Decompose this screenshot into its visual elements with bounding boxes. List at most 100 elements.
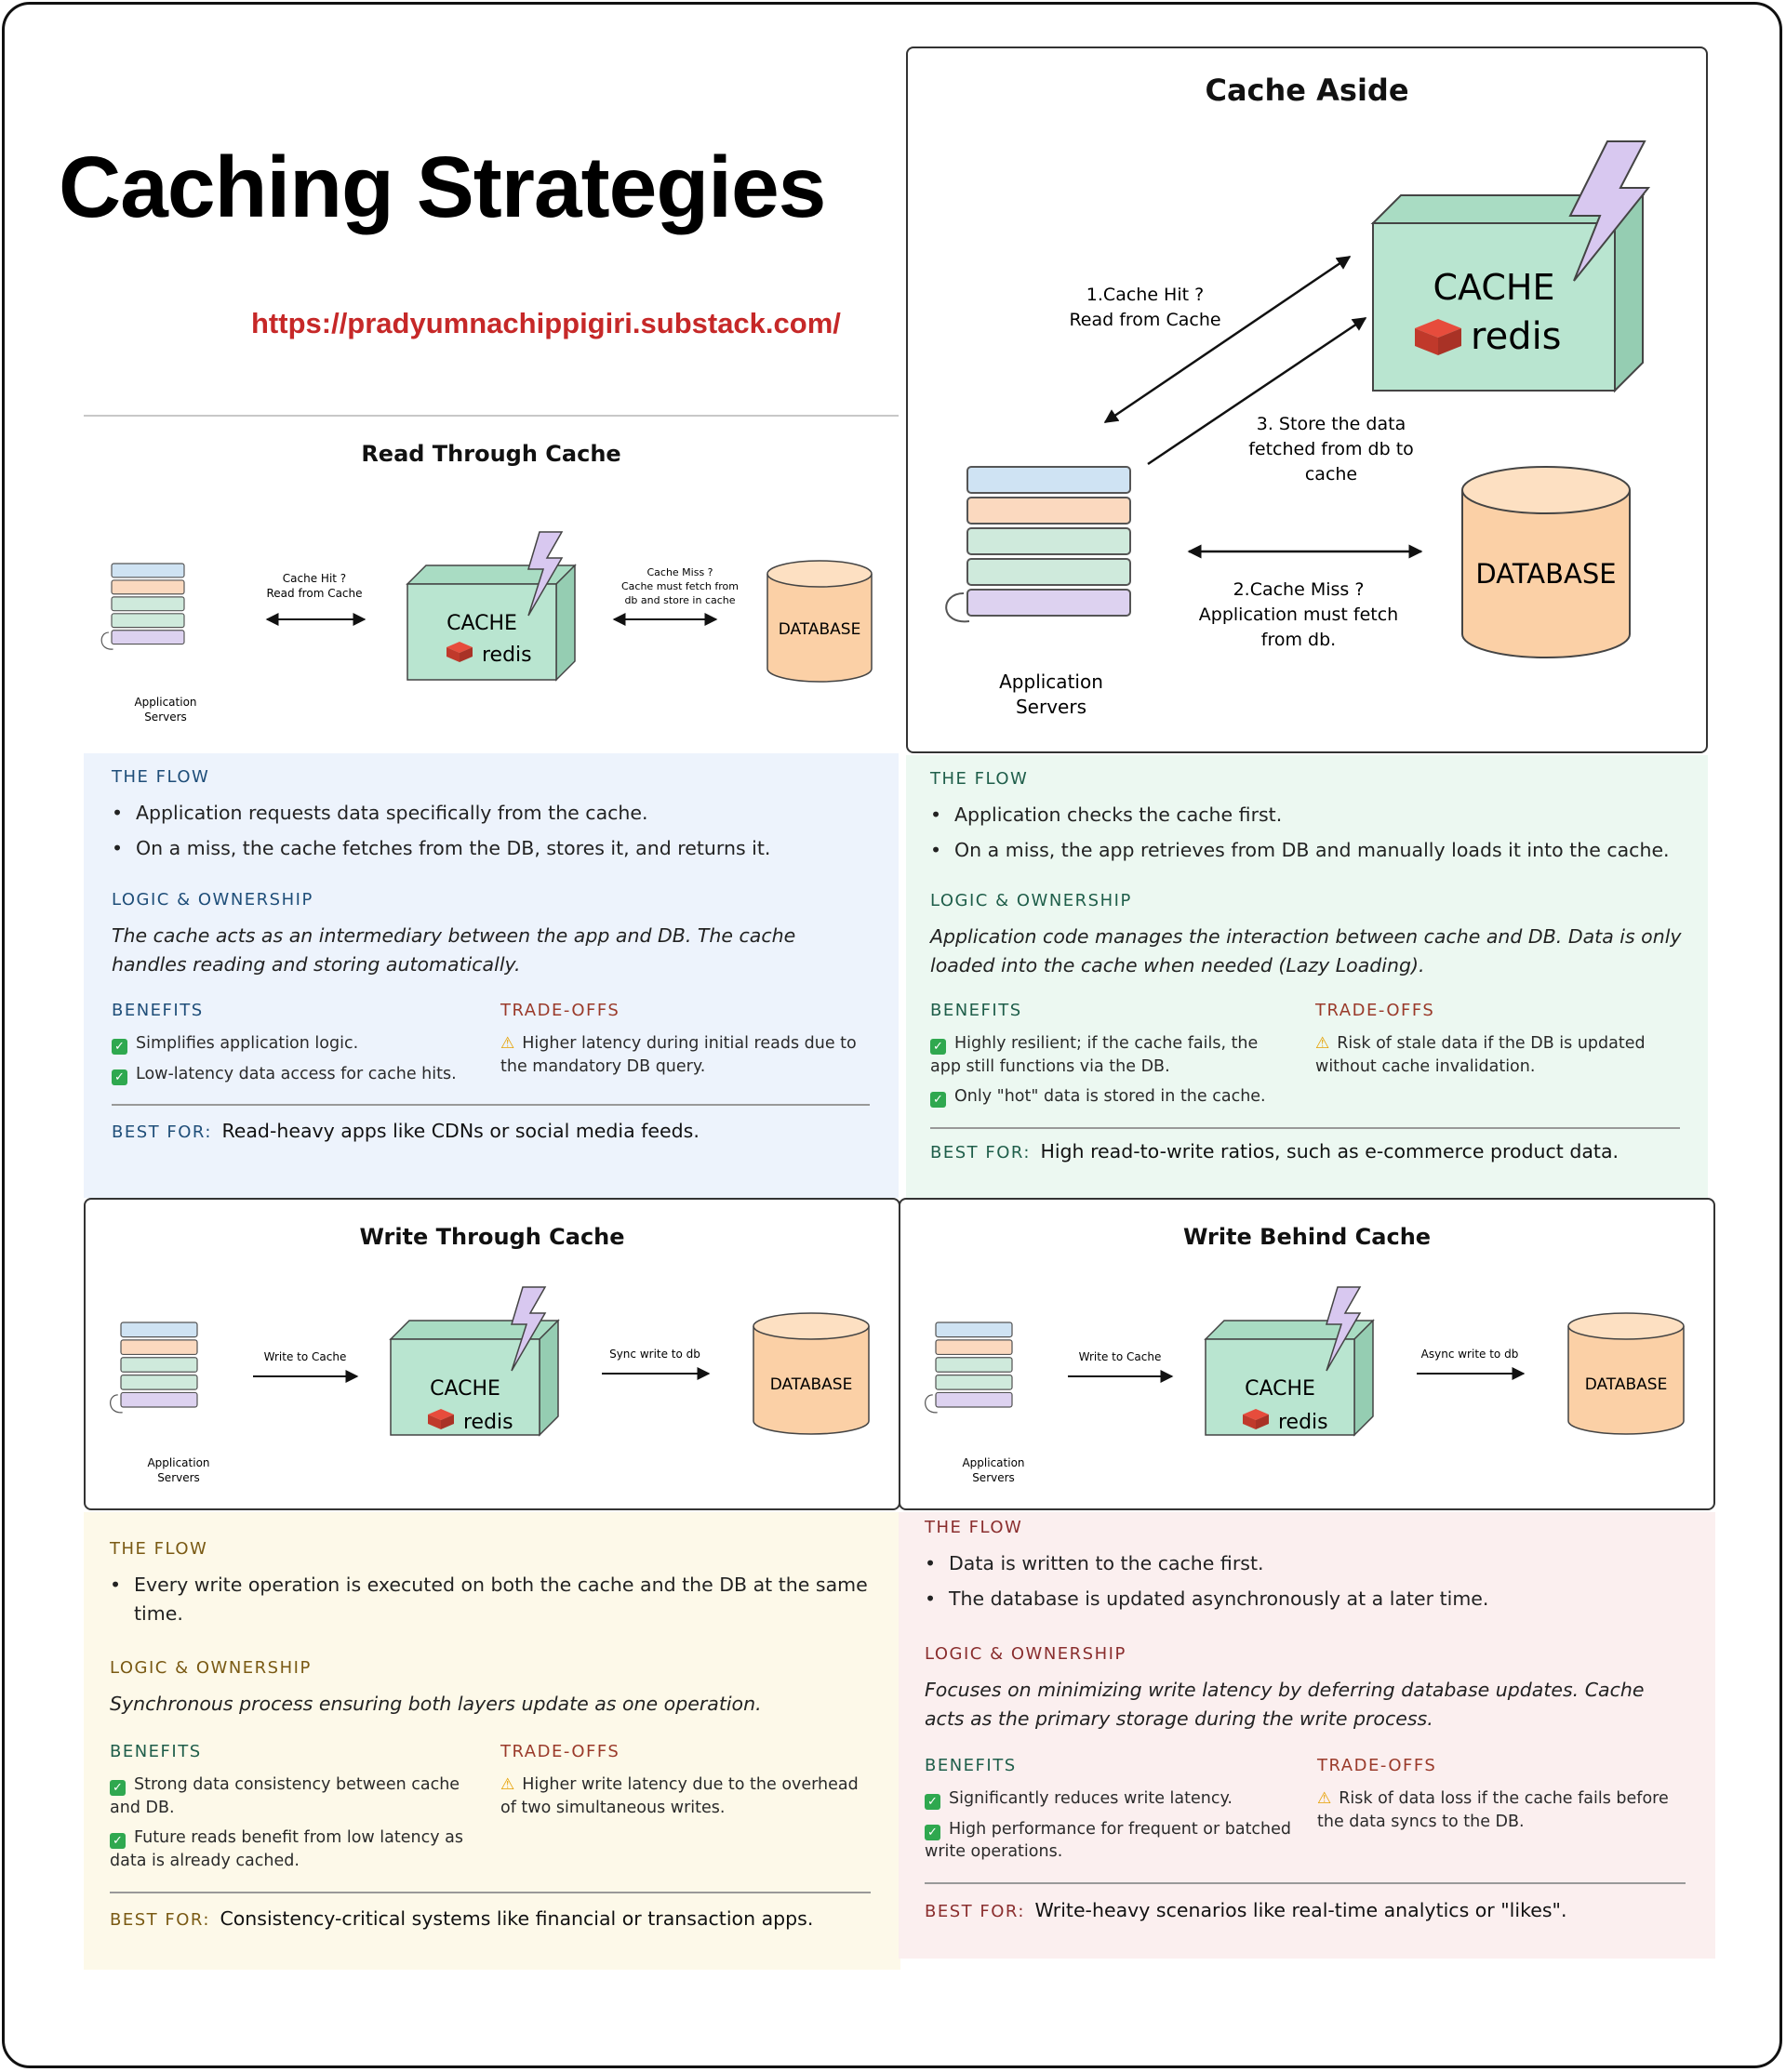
cache-box-icon [389,1319,560,1437]
database-label: DATABASE [770,1375,853,1394]
list-item: ✓Future reads benefit from low latency a… [110,1828,463,1870]
list-item: On a miss, the app retrieves from DB and… [926,836,1699,865]
wt-flow-list: Every write operation is executed on bot… [106,1571,878,1635]
list-item: ✓Low-latency data access for cache hits. [112,1063,465,1086]
list-item: ✓Significantly reduces write latency. [925,1787,1297,1811]
aside-flow-list: Application checks the cache first. On a… [926,801,1699,871]
read-through-diagram: Application Servers Cache Hit ? Read fro… [100,531,873,724]
read-hit-label: Cache Hit ? [283,572,346,585]
read-through-title: Read Through Cache [361,441,621,467]
redis-label: redis [1278,1411,1328,1434]
check-icon: ✓ [925,1794,940,1810]
wt-tradeoffs-list: ⚠Higher write latency due to the overhea… [500,1773,873,1826]
aside-hit-label: 1.Cache Hit ? [1086,285,1204,305]
wt-tradeoffs-label: TRADE-OFFS [500,1742,620,1761]
lightning-bolt-icon [526,531,564,617]
wb-benefits-list: ✓Significantly reduces write latency. ✓H… [925,1787,1297,1871]
wb-logic-label: LOGIC & OWNERSHIP [925,1644,1126,1664]
list-item: ✓Simplifies application logic. [112,1032,465,1056]
server-rack-icon [925,1322,1013,1414]
aside-miss-label-3: from db. [1261,630,1336,650]
wb-best-for: BEST FOR: Write-heavy scenarios like rea… [925,1899,1566,1921]
database-cylinder-icon [766,560,873,683]
redis-logo-icon [428,1409,454,1429]
write-behind-title: Write Behind Cache [1182,1224,1432,1250]
aside-best-for: BEST FOR: High read-to-write ratios, suc… [930,1140,1619,1162]
read-benefits-label: BENEFITS [112,1001,204,1020]
title-divider [84,415,899,417]
warning-icon: ⚠ [500,1034,515,1053]
lightning-bolt-icon [1325,1286,1362,1372]
list-item: ✓High performance for frequent or batche… [925,1819,1292,1861]
read-best-for-text: Read-heavy apps like CDNs or social medi… [221,1120,700,1142]
server-rack-icon [110,1322,198,1414]
aside-best-for-text: High read-to-write ratios, such as e-com… [1040,1140,1619,1162]
aside-store-label-2: fetched from db to [1248,439,1414,459]
cache-label: CACHE [430,1377,500,1401]
warning-icon: ⚠ [500,1775,515,1794]
cache-label: CACHE [1245,1377,1315,1401]
best-for-label: BEST FOR: [110,1910,210,1930]
read-through-info: THE FLOW Application requests data speci… [84,753,899,1198]
async-write-label: Async write to db [1421,1348,1519,1361]
aside-tradeoffs-label: TRADE-OFFS [1315,1001,1435,1020]
list-item: ✓Strong data consistency between cache a… [110,1775,460,1817]
redis-logo-icon [1415,319,1461,355]
aside-store-label-3: cache [1305,464,1357,485]
cache-label: CACHE [446,612,517,635]
best-for-label: BEST FOR: [930,1143,1031,1162]
wt-divider [110,1892,871,1893]
app-servers-label-2: Servers [972,1471,1015,1484]
list-item: ⚠Risk of stale data if the DB is updated… [1315,1034,1646,1076]
cache-box-icon [406,564,577,682]
list-item: ⚠Risk of data loss if the cache fails be… [1317,1789,1669,1831]
substack-link[interactable]: https://pradyumnachippigiri.substack.com… [251,307,841,339]
read-tradeoffs-label: TRADE-OFFS [500,1001,620,1020]
warning-icon: ⚠ [1317,1789,1332,1808]
read-flow-label: THE FLOW [112,767,210,787]
database-label: DATABASE [1585,1375,1668,1394]
list-item: On a miss, the cache fetches from the DB… [108,834,880,863]
best-for-label: BEST FOR: [925,1902,1025,1921]
check-icon: ✓ [112,1039,127,1055]
read-tradeoffs-list: ⚠Higher latency during initial reads due… [500,1032,873,1085]
wb-tradeoffs-label: TRADE-OFFS [1317,1756,1437,1775]
wt-benefits-label: BENEFITS [110,1742,202,1761]
list-item: ✓Only "hot" data is stored in the cache. [930,1085,1293,1109]
wt-best-for: BEST FOR: Consistency-critical systems l… [110,1907,813,1930]
wt-logic-label: LOGIC & OWNERSHIP [110,1658,312,1678]
app-servers-label: Application [134,696,196,709]
list-item: Application requests data specifically f… [108,799,880,828]
read-logic-text: The cache acts as an intermediary betwee… [112,924,796,976]
read-miss-label-2: Cache must fetch from [621,580,739,592]
write-through-diagram: Application Servers Write to Cache CACHE… [110,1286,870,1484]
server-rack-icon [100,563,185,650]
database-label: DATABASE [779,620,861,639]
wt-best-for-text: Consistency-critical systems like financ… [220,1907,814,1930]
wt-benefits-list: ✓Strong data consistency between cache a… [110,1773,463,1879]
app-servers-label: Application [999,671,1103,693]
aside-benefits-label: BENEFITS [930,1001,1022,1020]
read-miss-label-3: db and store in cache [624,594,735,606]
check-icon: ✓ [110,1780,126,1796]
list-item: Every write operation is executed on bot… [106,1571,878,1628]
cache-box-icon [1370,193,1646,393]
read-through-panel: Read Through Cache Application Servers C… [84,417,899,753]
app-servers-label-2: Servers [1016,696,1086,718]
wb-flow-label: THE FLOW [925,1518,1023,1537]
cache-label: CACHE [1433,267,1555,308]
list-item: ✓Highly resilient; if the cache fails, t… [930,1034,1259,1076]
lightning-bolt-icon [510,1286,547,1372]
app-servers-label: Application [147,1456,209,1469]
server-rack-icon [945,466,1131,623]
cache-aside-info: THE FLOW Application checks the cache fi… [906,755,1708,1198]
app-servers-label-2: Servers [157,1471,200,1484]
check-icon: ✓ [110,1833,126,1849]
aside-tradeoffs-list: ⚠Risk of stale data if the DB is updated… [1315,1032,1687,1085]
aside-miss-label: 2.Cache Miss ? [1233,579,1365,600]
aside-divider [930,1127,1680,1129]
wb-best-for-text: Write-heavy scenarios like real-time ana… [1034,1899,1567,1921]
write-behind-panel: Write Behind Cache Application Servers W… [899,1198,1715,1510]
wb-flow-list: Data is written to the cache first. The … [921,1549,1693,1620]
